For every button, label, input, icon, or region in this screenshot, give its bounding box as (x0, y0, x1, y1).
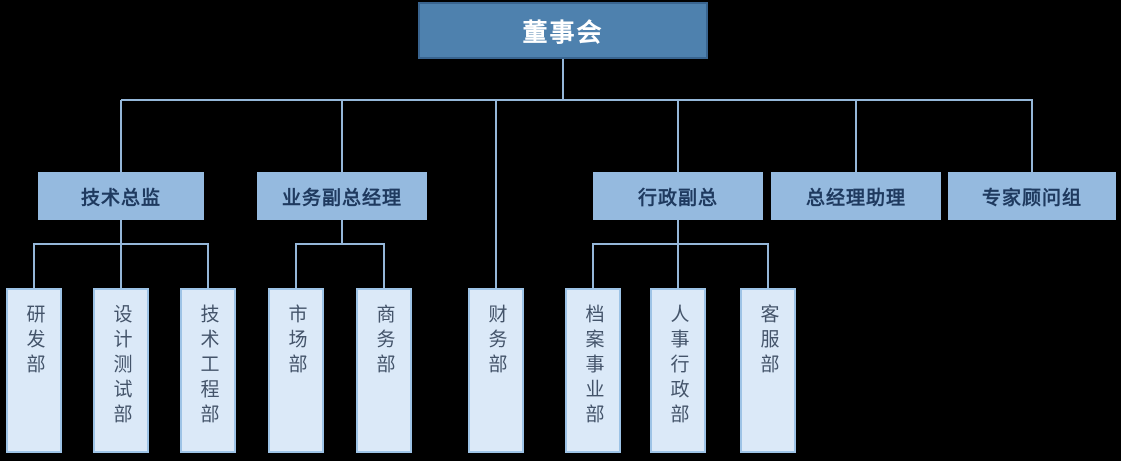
connector-drop-finance (495, 100, 497, 288)
connector-stub-tech-director (120, 220, 122, 244)
org-node-finance-dept[interactable]: 财务部 (468, 288, 524, 453)
org-node-board[interactable]: 董事会 (418, 2, 708, 59)
connector-drop-expert-group (1031, 100, 1033, 172)
connector-drop-archives-dept (592, 244, 594, 288)
connector-drop-tech-director (120, 100, 122, 172)
org-node-marketing-dept-label: 市场部 (285, 304, 308, 379)
connector-drop-design-test-dept (120, 244, 122, 288)
org-node-customer-service-dept-label: 客服部 (757, 304, 780, 379)
org-node-gm-assistant-label: 总经理助理 (805, 186, 906, 209)
org-node-customer-service-dept[interactable]: 客服部 (740, 288, 796, 453)
connector-drop-gm-assistant (855, 100, 857, 172)
connector-drop-admin-deputy (677, 100, 679, 172)
connector-spine (121, 99, 1033, 101)
connector-drop-tech-eng-dept (207, 244, 209, 288)
org-node-admin-deputy[interactable]: 行政副总 (593, 172, 763, 220)
org-node-commerce-dept-label: 商务部 (373, 304, 396, 379)
org-node-expert-group-label: 专家顾问组 (981, 186, 1082, 209)
org-node-archives-dept-label: 档案事业部 (582, 304, 605, 429)
org-node-design-test-dept[interactable]: 设计测试部 (93, 288, 149, 453)
org-node-design-test-dept-label: 设计测试部 (110, 304, 133, 429)
connector-bus-business-deputy (295, 243, 385, 245)
org-node-finance-dept-label: 财务部 (485, 304, 508, 379)
connector-drop-rd-dept (33, 244, 35, 288)
org-node-tech-director[interactable]: 技术总监 (38, 172, 204, 220)
org-node-rd-dept-label: 研发部 (23, 304, 46, 379)
connector-drop-commerce-dept (383, 244, 385, 288)
connector-drop-marketing-dept (295, 244, 297, 288)
org-node-expert-group[interactable]: 专家顾问组 (948, 172, 1116, 220)
org-node-archives-dept[interactable]: 档案事业部 (565, 288, 621, 453)
org-node-rd-dept[interactable]: 研发部 (6, 288, 62, 453)
org-node-gm-assistant[interactable]: 总经理助理 (771, 172, 941, 220)
org-node-commerce-dept[interactable]: 商务部 (356, 288, 412, 453)
org-node-marketing-dept[interactable]: 市场部 (268, 288, 324, 453)
org-node-board-label: 董事会 (522, 17, 604, 47)
connector-drop-customer-service-dept (767, 244, 769, 288)
connector-stub-business-deputy (341, 220, 343, 244)
org-node-hr-admin-dept[interactable]: 人事行政部 (650, 288, 706, 453)
org-node-business-deputy[interactable]: 业务副总经理 (257, 172, 427, 220)
org-node-hr-admin-dept-label: 人事行政部 (667, 304, 690, 429)
connector-drop-business-deputy (341, 100, 343, 172)
org-node-tech-eng-dept[interactable]: 技术工程部 (180, 288, 236, 453)
org-node-admin-deputy-label: 行政副总 (637, 186, 718, 209)
org-node-tech-director-label: 技术总监 (80, 186, 161, 209)
org-node-business-deputy-label: 业务副总经理 (281, 186, 402, 209)
connector-drop-hr-admin-dept (677, 244, 679, 288)
connector-bus-admin-deputy (592, 243, 769, 245)
connector-root-drop (562, 59, 564, 101)
connector-stub-admin-deputy (677, 220, 679, 244)
org-node-tech-eng-dept-label: 技术工程部 (197, 304, 220, 429)
